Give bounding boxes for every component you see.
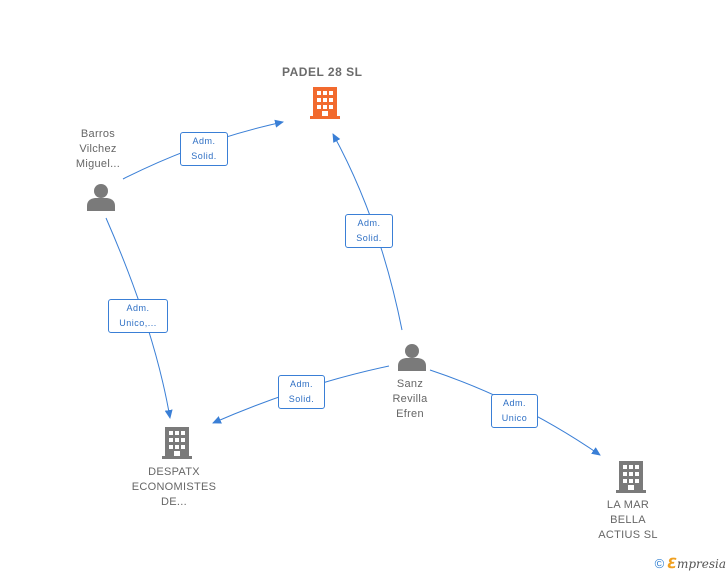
edge-label-sanz-lamar: Adm. Unico (491, 394, 538, 428)
building-icon[interactable] (162, 427, 192, 459)
edge-label-line: Adm. (126, 303, 150, 313)
node-label-line: DE... (161, 496, 187, 508)
copyright-symbol: © (654, 556, 665, 571)
person-icon[interactable] (398, 344, 426, 371)
node-title-padel[interactable]: PADEL 28 SL (282, 65, 363, 79)
node-label-line: Revilla (392, 393, 428, 405)
node-label-barros[interactable]: Barros Vilchez Miguel... (58, 127, 138, 172)
edge-label-line: Adm. (192, 136, 216, 146)
edge-label-line: Adm. (502, 398, 526, 408)
edge-label-barros-padel: Adm. Solid. (180, 132, 228, 166)
node-label-line: BELLA (610, 514, 646, 526)
node-label-line: ACTIUS SL (598, 529, 658, 541)
edge-label-line: Adm. (289, 379, 313, 389)
node-label-line: LA MAR (606, 499, 650, 511)
edge-label-line: Unico,... (119, 318, 157, 328)
brand-name: mpresia (676, 557, 726, 571)
edge-label-line: Adm. (357, 218, 381, 228)
footer-watermark: ©ℇmpresia (655, 555, 726, 572)
edge-label-sanz-padel: Adm. Solid. (345, 214, 393, 248)
node-label-sanz[interactable]: Sanz Revilla Efren (370, 377, 450, 422)
person-icon[interactable] (87, 184, 115, 211)
node-label-lamar[interactable]: LA MAR BELLA ACTIUS SL (588, 498, 668, 543)
node-label-line: Sanz (396, 378, 424, 390)
node-label-line: Vilchez (79, 143, 117, 155)
node-label-line: DESPATX (148, 466, 200, 478)
node-label-line: Miguel... (75, 158, 121, 170)
brand-initial: ℇ (667, 555, 677, 571)
node-label-line: Efren (396, 408, 424, 420)
edge-label-sanz-despatx: Adm. Solid. (278, 375, 325, 409)
edge-label-line: Solid. (191, 151, 217, 161)
edge-label-line: Solid. (356, 233, 382, 243)
building-icon[interactable] (310, 87, 340, 119)
node-label-line: Barros (80, 128, 116, 140)
node-label-despatx[interactable]: DESPATX ECONOMISTES DE... (124, 465, 224, 510)
building-icon[interactable] (616, 461, 646, 493)
edge-label-barros-despatx: Adm. Unico,... (108, 299, 168, 333)
edge-label-line: Unico (501, 413, 528, 423)
node-label-line: ECONOMISTES (131, 481, 217, 493)
edge-label-line: Solid. (288, 394, 315, 404)
